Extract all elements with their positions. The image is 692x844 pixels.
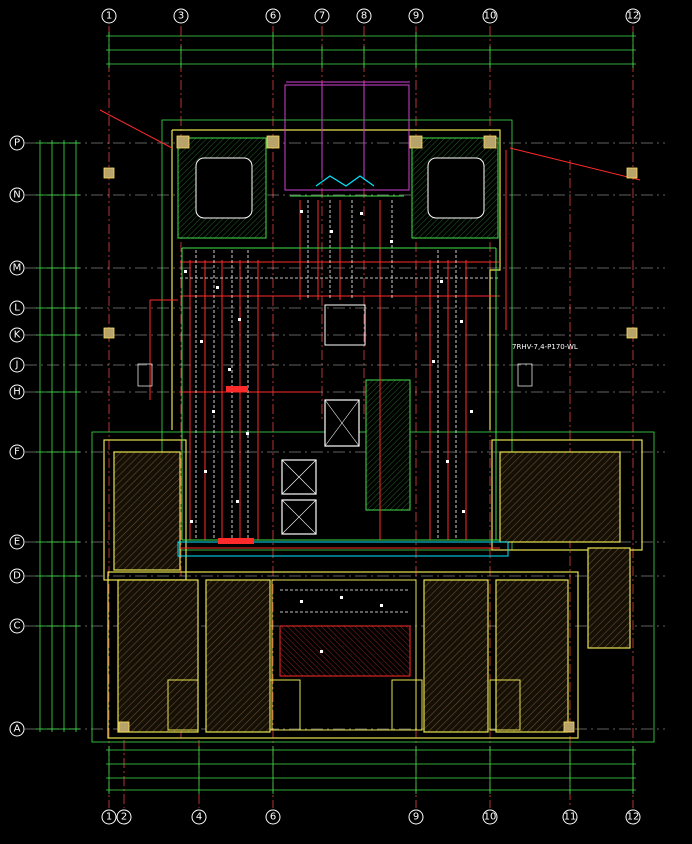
svg-text:9: 9 bbox=[413, 11, 419, 22]
grid-bubble-top-8: 8 bbox=[356, 8, 372, 24]
grid-bubble-row-C: C bbox=[9, 618, 25, 634]
dimension-chains bbox=[36, 32, 636, 794]
pipe-annotation: 7RHV-7,4-P170-WL bbox=[512, 343, 578, 351]
svg-text:K: K bbox=[14, 330, 21, 341]
grid-bubble-row-D: D bbox=[9, 568, 25, 584]
columns bbox=[103, 135, 638, 733]
svg-text:3: 3 bbox=[178, 11, 184, 22]
grid-bubble-top-7: 7 bbox=[314, 8, 330, 24]
svg-text:E: E bbox=[14, 537, 20, 548]
building-outline bbox=[91, 119, 655, 743]
svg-text:8: 8 bbox=[361, 11, 367, 22]
svg-text:1: 1 bbox=[106, 11, 112, 22]
grid-bubble-bottom-6: 6 bbox=[265, 809, 281, 825]
svg-text:12: 12 bbox=[627, 812, 640, 823]
grid-bubble-row-N: N bbox=[9, 187, 25, 203]
svg-text:7: 7 bbox=[319, 11, 325, 22]
svg-text:J: J bbox=[15, 360, 19, 371]
stair-shafts bbox=[177, 84, 499, 535]
svg-text:4: 4 bbox=[196, 812, 202, 823]
svg-text:M: M bbox=[13, 263, 22, 274]
grid-bubble-top-1: 1 bbox=[101, 8, 117, 24]
lower-units bbox=[113, 451, 631, 733]
grid-bubble-bottom-10: 10 bbox=[482, 809, 498, 825]
riser-boxes bbox=[137, 363, 533, 387]
svg-text:L: L bbox=[14, 303, 20, 314]
grid-bubble-row-L: L bbox=[9, 300, 25, 316]
svg-text:6: 6 bbox=[270, 812, 276, 823]
svg-text:A: A bbox=[14, 724, 21, 735]
piping-network bbox=[99, 81, 641, 613]
svg-text:D: D bbox=[13, 571, 21, 582]
svg-text:12: 12 bbox=[627, 11, 640, 22]
grid-bubble-row-J: J bbox=[9, 357, 25, 373]
svg-text:9: 9 bbox=[413, 812, 419, 823]
grid-bubble-row-A: A bbox=[9, 721, 25, 737]
grid-bubble-top-6: 6 bbox=[265, 8, 281, 24]
grid-bubble-top-9: 9 bbox=[408, 8, 424, 24]
svg-text:N: N bbox=[13, 190, 20, 201]
grid-bubble-row-E: E bbox=[9, 534, 25, 550]
svg-text:F: F bbox=[14, 447, 20, 458]
svg-text:11: 11 bbox=[564, 812, 577, 823]
svg-text:C: C bbox=[14, 621, 21, 632]
grid-bubble-bottom-2: 2 bbox=[116, 809, 132, 825]
svg-text:10: 10 bbox=[484, 11, 497, 22]
grid-bubble-top-12: 12 bbox=[625, 8, 641, 24]
grid-bubbles-left: P N M L K J H F E D C A bbox=[9, 135, 25, 737]
svg-text:10: 10 bbox=[484, 812, 497, 823]
svg-text:1: 1 bbox=[106, 812, 112, 823]
grid-bubble-row-P: P bbox=[9, 135, 25, 151]
grid-bubble-bottom-1: 1 bbox=[101, 809, 117, 825]
svg-text:P: P bbox=[14, 138, 20, 149]
grid-bubble-row-M: M bbox=[9, 260, 25, 276]
svg-text:H: H bbox=[13, 387, 21, 398]
grid-bubble-row-F: F bbox=[9, 444, 25, 460]
grid-bubble-bottom-12: 12 bbox=[625, 809, 641, 825]
grid-bubble-bottom-11: 11 bbox=[562, 809, 578, 825]
grid-bubble-top-3: 3 bbox=[173, 8, 189, 24]
grid-bubble-bottom-9: 9 bbox=[408, 809, 424, 825]
grid-bubble-row-K: K bbox=[9, 327, 25, 343]
grid-bubble-top-10: 10 bbox=[482, 8, 498, 24]
grid-bubble-bottom-4: 4 bbox=[191, 809, 207, 825]
grid-bubbles-top: 1 3 6 7 8 9 10 12 bbox=[101, 8, 641, 24]
svg-text:2: 2 bbox=[121, 812, 127, 823]
grid-bubble-row-H: H bbox=[9, 384, 25, 400]
device-symbols bbox=[184, 210, 473, 653]
grid-bubbles-bottom: 1 2 4 6 9 10 11 12 bbox=[101, 809, 641, 825]
svg-text:6: 6 bbox=[270, 11, 276, 22]
